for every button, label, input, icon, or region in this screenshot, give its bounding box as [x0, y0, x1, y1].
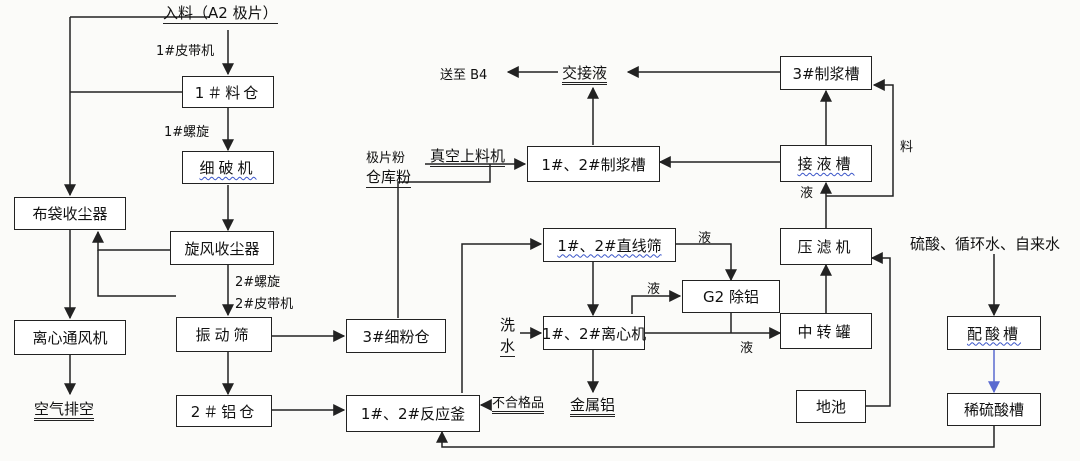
label-water: 水 — [500, 337, 516, 357]
label-belt1: 1#皮带机 — [156, 44, 215, 59]
label-warehouse-powder: 仓库粉 — [366, 168, 412, 188]
label-slurry: 料 — [900, 140, 914, 155]
arrow-centrifuge-g2 — [631, 290, 682, 314]
label-exchange-liquid: 交接液 — [562, 62, 608, 85]
box-al-bin2: 2＃铝仓 — [176, 395, 272, 427]
box-dilute-acid-tank: 稀硫酸槽 — [947, 393, 1041, 426]
arrow-reactor-linear — [461, 238, 543, 393]
box-crusher: 细破机 — [182, 151, 274, 184]
cyclone-to-bag — [92, 230, 170, 251]
label-liquor-centrifuge: 液 — [647, 282, 661, 297]
label-air-exhaust: 空气排空 — [34, 398, 95, 421]
arrow-filter-pulp3 — [826, 79, 894, 197]
box-centrifugal-fan: 离心通风机 — [14, 320, 126, 355]
box-acid-prep-tank: 配酸槽 — [947, 316, 1041, 350]
arrow-linear-g2 — [676, 243, 737, 282]
label-screw2: 2#螺旋 — [235, 275, 281, 290]
arrow-acid-dilute-back — [436, 426, 995, 448]
box-pulp-tank-3: 3#制浆槽 — [780, 56, 872, 90]
label-liquor-transfer: 液 — [740, 341, 754, 356]
box-pulp-tank-1-2: 1#、2#制浆槽 — [527, 146, 660, 182]
box-ground-pool: 地池 — [796, 390, 866, 423]
label-screw1: 1#螺旋 — [164, 125, 210, 140]
box-cyclone-dust-collector: 旋风收尘器 — [170, 231, 274, 265]
finebin-up — [397, 164, 491, 318]
label-liquor-linear: 液 — [698, 231, 712, 246]
label-wash: 洗 — [500, 316, 516, 334]
screen-to-bag — [97, 250, 176, 297]
box-reactor: 1#、2#反应釜 — [346, 395, 480, 432]
label-liquor-filter: 液 — [800, 186, 814, 201]
label-vacuum-feeder: 真空上料机 — [430, 147, 506, 167]
box-bag-dust-collector: 布袋收尘器 — [14, 197, 126, 230]
arrow-pool-filter — [866, 252, 891, 407]
box-filter-press: 压滤机 — [780, 228, 872, 265]
box-g2-al-removal: G2 除铝 — [682, 280, 780, 313]
box-receiving-tank: 接液槽 — [780, 145, 872, 182]
box-transfer-tank: 中转罐 — [780, 313, 872, 349]
label-reagents: 硫酸、循环水、自来水 — [910, 235, 1061, 253]
label-belt2: 2#皮带机 — [235, 297, 294, 312]
box-bin1: 1＃料仓 — [182, 76, 274, 108]
label-send-b4: 送至 B4 — [440, 68, 488, 83]
label-feed: 入料（A2 极片） — [163, 4, 278, 24]
box-fine-powder-bin3: 3#细粉仓 — [346, 319, 446, 353]
label-metal-al: 金属铝 — [570, 394, 616, 417]
box-vibrating-screen: 振动筛 — [176, 317, 272, 352]
box-linear-screen: 1#、2#直线筛 — [543, 228, 676, 262]
box-centrifuge: 1#、2#离心机 — [542, 316, 646, 350]
label-unqualified: 不合格品 — [492, 392, 545, 414]
label-pole-powder: 极片粉 — [366, 151, 406, 166]
